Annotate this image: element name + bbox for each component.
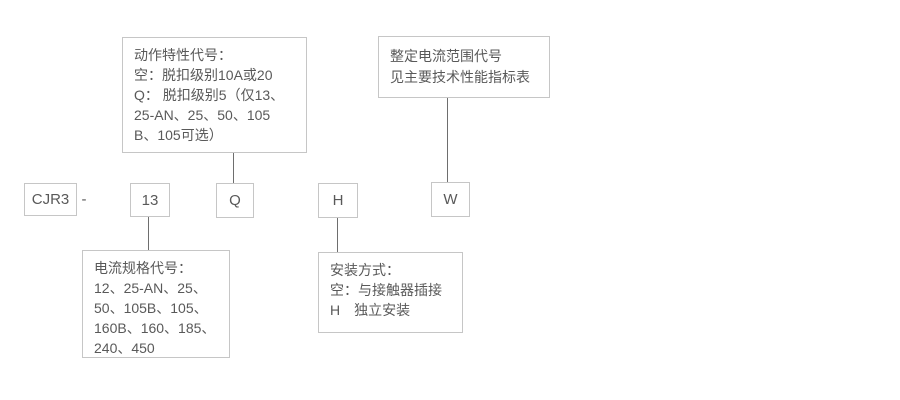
callout-text-line: H 独立安装 <box>330 302 411 318</box>
code-box-setting-current-range: W <box>431 182 470 217</box>
separator-dash: - <box>81 191 87 208</box>
callout-text-line: 160B、160、185、 <box>94 320 216 336</box>
code-box-current-spec: 13 <box>130 183 170 217</box>
callout-text-line: Q： 脱扣级别5（仅13、 <box>134 87 285 103</box>
callout-text-line: 空：与接触器插接 <box>330 282 442 298</box>
callout-action-characteristic: 动作特性代号： 空：脱扣级别10A或20 Q： 脱扣级别5（仅13、 25-AN… <box>122 37 307 153</box>
code-mounting-label: H <box>332 192 344 209</box>
callout-current-spec: 电流规格代号： 12、25-AN、25、 50、105B、105、 160B、1… <box>82 250 230 358</box>
code-box-mounting: H <box>318 183 358 218</box>
callout-text-line: 整定电流范围代号 <box>390 48 502 64</box>
code-range-label: W <box>443 191 458 208</box>
callout-text-line: B、105可选） <box>134 127 223 143</box>
code-box-prefix: CJR3 <box>24 183 77 216</box>
callout-text-line: 安装方式： <box>330 262 400 278</box>
connector-13-to-current-spec-callout <box>148 217 149 250</box>
code-current-spec-label: 13 <box>141 191 159 209</box>
code-box-action-characteristic: Q <box>216 183 254 218</box>
callout-text-line: 240、450 <box>94 340 155 356</box>
callout-text-line: 12、25-AN、25、 <box>94 280 207 296</box>
code-action-label: Q <box>229 192 241 209</box>
callout-text-line: 空：脱扣级别10A或20 <box>134 67 273 83</box>
callout-text-line: 动作特性代号： <box>134 47 232 63</box>
callout-text-line: 见主要技术性能指标表 <box>390 69 530 85</box>
code-prefix-label: CJR3 <box>31 191 70 208</box>
callout-text-line: 50、105B、105、 <box>94 300 208 316</box>
connector-h-to-mounting-callout <box>337 218 338 252</box>
callout-text-line: 25-AN、25、50、105 <box>134 107 271 123</box>
callout-text-line: 电流规格代号： <box>94 260 192 276</box>
callout-setting-current-range: 整定电流范围代号 见主要技术性能指标表 <box>378 36 550 98</box>
connector-range-callout-to-w <box>447 98 448 182</box>
callout-mounting: 安装方式： 空：与接触器插接 H 独立安装 <box>318 252 463 333</box>
connector-action-callout-to-q <box>233 153 234 183</box>
